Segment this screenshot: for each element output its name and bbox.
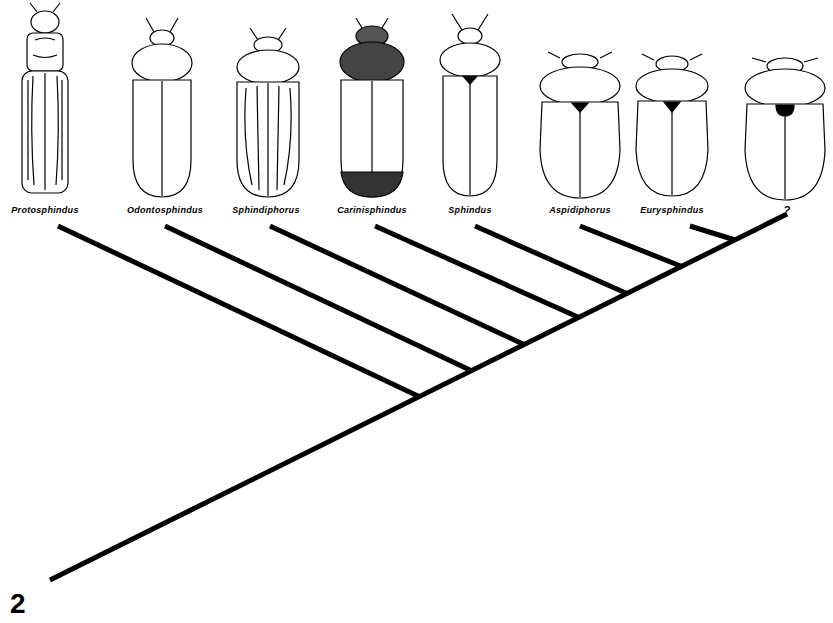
taxon-label: Protosphindus (11, 205, 78, 215)
taxon-label: Odontosphindus (127, 205, 203, 215)
beetle-figure (540, 52, 620, 198)
beetle-figure (636, 54, 708, 196)
beetle-figure (22, 3, 68, 193)
beetle-figure (237, 28, 299, 197)
beetle-figure (745, 58, 825, 200)
beetle-illustrations (22, 3, 825, 200)
beetle-figure (340, 18, 404, 197)
beetle-figure (440, 14, 500, 196)
taxon-label: Aspidiphorus (549, 205, 611, 215)
cladogram-branches (50, 214, 787, 580)
beetle-figure (132, 18, 192, 197)
taxon-label: Carinisphindus (337, 205, 407, 215)
taxon-label: Sphindus (448, 205, 491, 215)
figure-number: 2 (10, 588, 26, 620)
taxon-label: Sphindiphorus (232, 205, 299, 215)
taxon-label: ? (783, 204, 790, 216)
taxon-label: Eurysphindus (640, 205, 704, 215)
